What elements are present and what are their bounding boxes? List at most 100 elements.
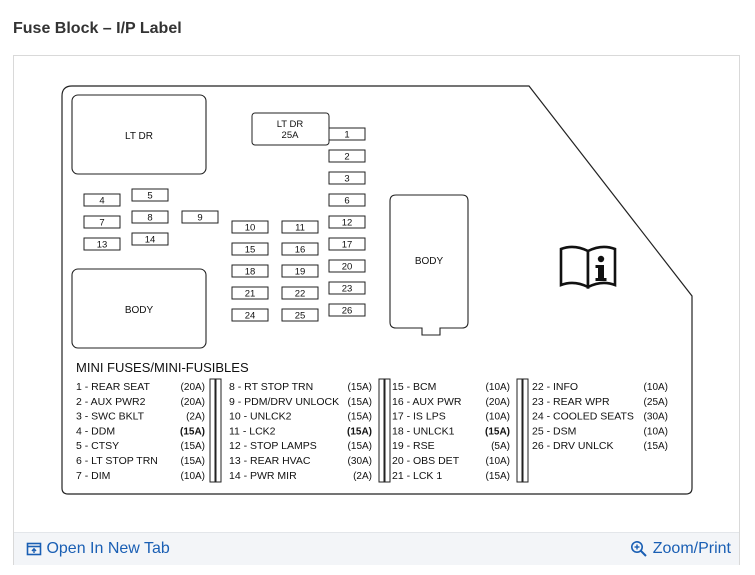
fuse-slot: 2 [328, 149, 366, 163]
fuse-slot-box [231, 286, 269, 300]
zoom-in-icon [631, 541, 648, 557]
legend-fuse-rating: (20A) [486, 397, 510, 408]
fuse-slot-box [281, 286, 319, 300]
fuse-slot-box [328, 237, 366, 251]
fuse-slot-box [281, 308, 319, 322]
figure-footer: Open In New Tab Zoom/Print [14, 532, 739, 565]
legend-divider [516, 378, 523, 483]
fuse-slot-number: 1 [344, 130, 349, 141]
legend-fuse-rating: (10A) [486, 412, 510, 423]
fuse-slot: 12 [328, 215, 366, 229]
legend-fuse-rating: (10A) [181, 471, 205, 482]
fuse-slot: 13 [83, 237, 121, 251]
open-new-tab-icon [26, 542, 42, 556]
legend-fuse-label: 21 - LCK 1 [392, 470, 442, 482]
legend-fuse-rating: (15A) [180, 426, 205, 437]
fuse-slot-number: 22 [295, 289, 306, 300]
legend-divider [384, 378, 391, 483]
open-in-new-tab-label: Open In New Tab [46, 540, 170, 557]
legend-fuse-label: 5 - CTSY [76, 440, 119, 452]
legend-fuse-rating: (15A) [348, 397, 372, 408]
legend-fuse-label: 26 - DRV UNLCK [532, 440, 614, 452]
legend-fuse-label: 24 - COOLED SEATS [532, 411, 634, 423]
fuse-slot: 6 [328, 193, 366, 207]
legend-fuse-rating: (10A) [486, 456, 510, 467]
page-title: Fuse Block – I/P Label [13, 20, 182, 37]
zoom-print-link[interactable]: Zoom/Print [630, 540, 731, 558]
legend-divider [378, 378, 385, 483]
legend-fuse-rating: (15A) [181, 441, 205, 452]
legend-fuse-label: 12 - STOP LAMPS [229, 440, 317, 452]
fuse-slot: 14 [131, 232, 169, 246]
fuse-slot-box [83, 193, 121, 207]
legend-fuse-rating: (2A) [353, 471, 372, 482]
body-block-left-label: BODY [125, 305, 154, 316]
fuse-slot-box [231, 308, 269, 322]
fuse-slot-number: 15 [245, 245, 256, 256]
legend-fuse-label: 16 - AUX PWR [392, 396, 462, 408]
fuse-slot-box [83, 237, 121, 251]
fuse-slot: 9 [181, 210, 219, 224]
legend-fuse-rating: (25A) [644, 397, 668, 408]
fuse-slot-box [181, 210, 219, 224]
lt-dr-block-label: LT DR [125, 131, 153, 142]
fuse-slot-box [328, 171, 366, 185]
legend-fuse-rating: (2A) [186, 412, 205, 423]
fuse-slot: 15 [231, 242, 269, 256]
fuse-slot-box [131, 232, 169, 246]
fuse-slot: 21 [231, 286, 269, 300]
legend-fuse-rating: (15A) [485, 426, 510, 437]
legend-fuse-rating: (10A) [644, 426, 668, 437]
fuse-slot-number: 14 [145, 235, 156, 246]
fuse-slot-box [328, 215, 366, 229]
fuse-slot-number: 12 [342, 218, 353, 229]
fuse-slot: 4 [83, 193, 121, 207]
fuse-slot: 23 [328, 281, 366, 295]
legend-fuse-label: 11 - LCK2 [229, 425, 276, 437]
fuse-block-outline [61, 85, 693, 495]
legend-divider [215, 378, 222, 483]
fuse-legend: 1 - REAR SEAT(20A)2 - AUX PWR2(20A)3 - S… [76, 378, 668, 483]
legend-fuse-label: 9 - PDM/DRV UNLOCK [229, 396, 339, 408]
legend-fuse-rating: (15A) [348, 441, 372, 452]
body-block-left [71, 268, 207, 349]
legend-divider [209, 378, 216, 483]
legend-fuse-label: 20 - OBS DET [392, 455, 460, 467]
legend-divider [522, 378, 529, 483]
fuse-slot-box [231, 242, 269, 256]
fuse-slot-number: 7 [99, 218, 104, 229]
legend-fuse-label: 4 - DDM [76, 425, 115, 437]
legend-fuse-rating: (20A) [181, 382, 205, 393]
legend-fuse-rating: (5A) [491, 441, 510, 452]
legend-fuse-label: 19 - RSE [392, 440, 435, 452]
fuse-slot: 10 [231, 220, 269, 234]
fuse-slot-box [281, 242, 319, 256]
fuse-slot-box [281, 264, 319, 278]
fuse-slot-box [231, 264, 269, 278]
legend-fuse-rating: (10A) [486, 382, 510, 393]
fuse-slot: 20 [328, 259, 366, 273]
legend-fuse-rating: (30A) [348, 456, 372, 467]
fuse-slot-box [131, 188, 169, 202]
legend-fuse-rating: (15A) [644, 441, 668, 452]
open-in-new-tab-link[interactable]: Open In New Tab [26, 540, 170, 558]
legend-fuse-rating: (15A) [347, 426, 372, 437]
legend-fuse-label: 2 - AUX PWR2 [76, 396, 146, 408]
fuse-slot: 26 [328, 303, 366, 317]
legend-fuse-rating: (15A) [486, 471, 510, 482]
fuse-slot: 19 [281, 264, 319, 278]
legend-fuse-label: 17 - IS LPS [392, 411, 446, 423]
fuse-slot-number: 25 [295, 311, 306, 322]
fuse-slot-number: 23 [342, 284, 353, 295]
fuse-slot: 22 [281, 286, 319, 300]
legend-fuse-label: 18 - UNLCK1 [392, 425, 455, 437]
legend-fuse-rating: (15A) [181, 456, 205, 467]
legend-fuse-label: 13 - REAR HVAC [229, 455, 311, 467]
zoom-print-label: Zoom/Print [652, 540, 731, 557]
body-block-right-label: BODY [415, 256, 444, 267]
fuse-slot-box [328, 259, 366, 273]
legend-fuse-label: 3 - SWC BKLT [76, 411, 145, 423]
